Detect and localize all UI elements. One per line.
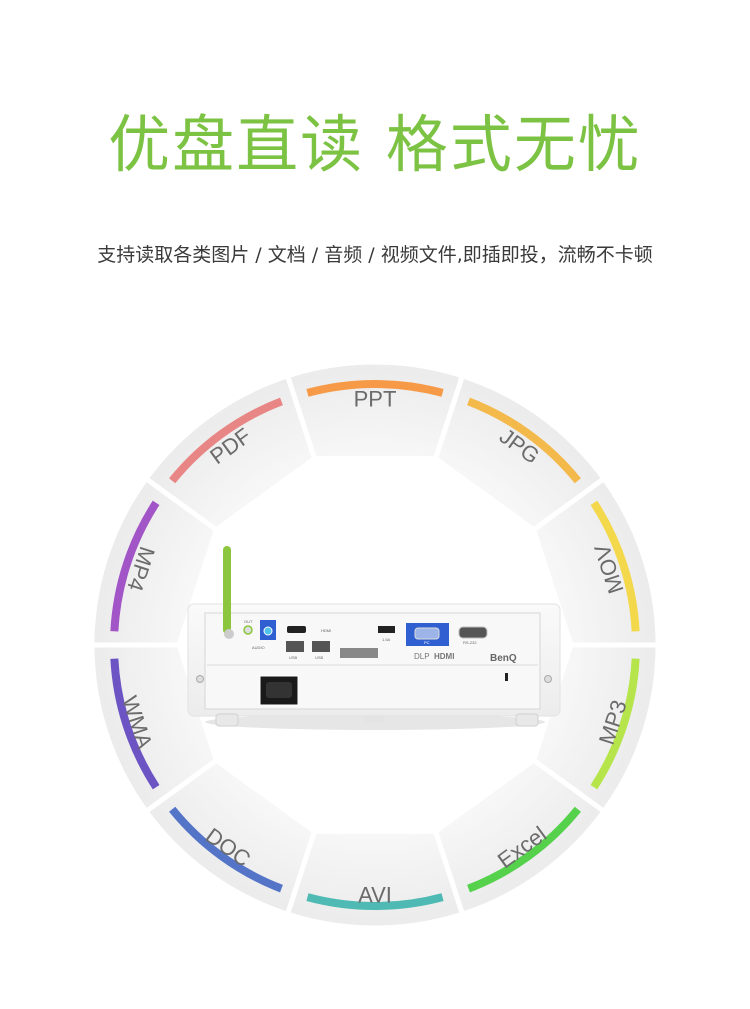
format-label-ppt: PPT [354,387,397,412]
format-color-arc-jpg [467,397,581,484]
pc-port-label: PC [424,640,430,645]
format-color-arc-mov [590,500,640,632]
format-color-arc-excel [467,806,581,893]
format-color-arc-doc [169,806,283,893]
dlp-logo: DLP [414,652,430,661]
rs232-label: RS-232 [463,640,477,645]
page-title: 优盘直读 格式无忧 [108,108,642,181]
hdmi-port-label: HDMI [321,628,331,633]
format-segment-pdf [142,372,318,533]
page-subtitle: 支持读取各类图片 / 文档 / 音频 / 视频文件,即插即投，流畅不卡顿 [97,244,653,266]
format-color-arc-mp4 [110,500,160,632]
format-segment-avi [284,828,466,931]
format-color-arc-mp3 [590,658,640,790]
usb-power-label: 1.5A [382,637,391,642]
audio-label: AUDIO [252,645,265,650]
format-label-avi: AVI [358,883,392,908]
format-color-arc-ppt [306,380,444,397]
antenna [223,546,231,634]
projector-image: OUT AUDIO HDMI USB USB 1.5A PC RS-232 DL… [187,546,561,730]
audio-out-label: OUT [244,619,253,624]
usb-label-2: USB [315,655,324,660]
format-color-arc-wma [110,658,160,790]
format-color-arc-avi [306,893,444,910]
hdmi-logo: HDMI [434,652,454,661]
brand-logo: BenQ [490,653,517,664]
usb-label-1: USB [289,655,298,660]
format-color-arc-pdf [169,397,283,484]
